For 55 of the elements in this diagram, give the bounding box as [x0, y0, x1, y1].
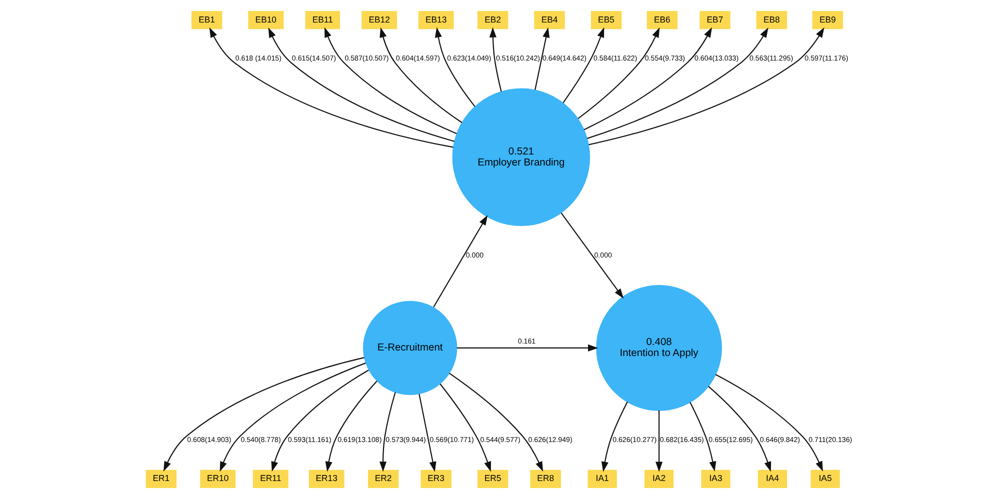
- node-box: EB4: [534, 11, 564, 30]
- node-box: EB7: [699, 11, 730, 30]
- arrow: [208, 27, 453, 148]
- node-box: IA5: [810, 470, 840, 488]
- node-box: EB2: [476, 11, 508, 30]
- node-box: ER5: [476, 470, 508, 488]
- arrow: [268, 28, 454, 142]
- arrow: [714, 374, 822, 472]
- node-box: IA2: [644, 470, 674, 488]
- node-box: IA3: [700, 470, 730, 488]
- arrow: [456, 344, 598, 352]
- node-box: EB12: [361, 11, 397, 30]
- node-circle: 0.408 Intention to Apply: [596, 285, 722, 411]
- arrow: [378, 392, 396, 472]
- arrow: [560, 212, 624, 299]
- arrow: [488, 27, 502, 92]
- node-box: ER3: [420, 470, 451, 488]
- arrow: [689, 402, 716, 472]
- arrow: [588, 27, 824, 146]
- arrow: [162, 357, 364, 472]
- node-box: EB11: [304, 11, 340, 30]
- arrow: [270, 370, 368, 472]
- node-box: ER2: [367, 470, 398, 488]
- arrow: [432, 215, 488, 308]
- arrow: [600, 402, 628, 472]
- arrow: [562, 27, 604, 104]
- arrow: [577, 27, 660, 119]
- arrow: [418, 394, 436, 472]
- node-box: IA1: [587, 470, 616, 488]
- node-box: ER8: [530, 470, 560, 488]
- arrow: [324, 380, 377, 472]
- arrow: [324, 27, 456, 134]
- node-box: EB1: [190, 11, 222, 30]
- node-box: ER13: [308, 470, 344, 488]
- arrow: [708, 386, 771, 472]
- node-box: EB8: [756, 11, 787, 30]
- node-box: ER10: [200, 470, 236, 488]
- node-box: ER1: [145, 470, 176, 488]
- arrow: [583, 27, 712, 130]
- node-circle: E-Recruitment: [362, 300, 457, 396]
- node-box: EB5: [590, 11, 622, 30]
- node-box: EB6: [646, 11, 678, 30]
- node-box: IA4: [757, 470, 787, 488]
- arrow: [434, 27, 475, 107]
- node-box: EB9: [812, 11, 842, 30]
- arrow: [439, 384, 490, 472]
- arrow: [379, 27, 462, 124]
- node-box: EB10: [248, 11, 284, 30]
- arrow: [219, 362, 366, 472]
- arrow: [534, 27, 550, 90]
- node-box: ER11: [252, 470, 288, 488]
- arrow: [448, 372, 543, 472]
- arrow: [655, 410, 662, 472]
- arrow: [586, 28, 768, 139]
- node-box: EB13: [418, 11, 454, 30]
